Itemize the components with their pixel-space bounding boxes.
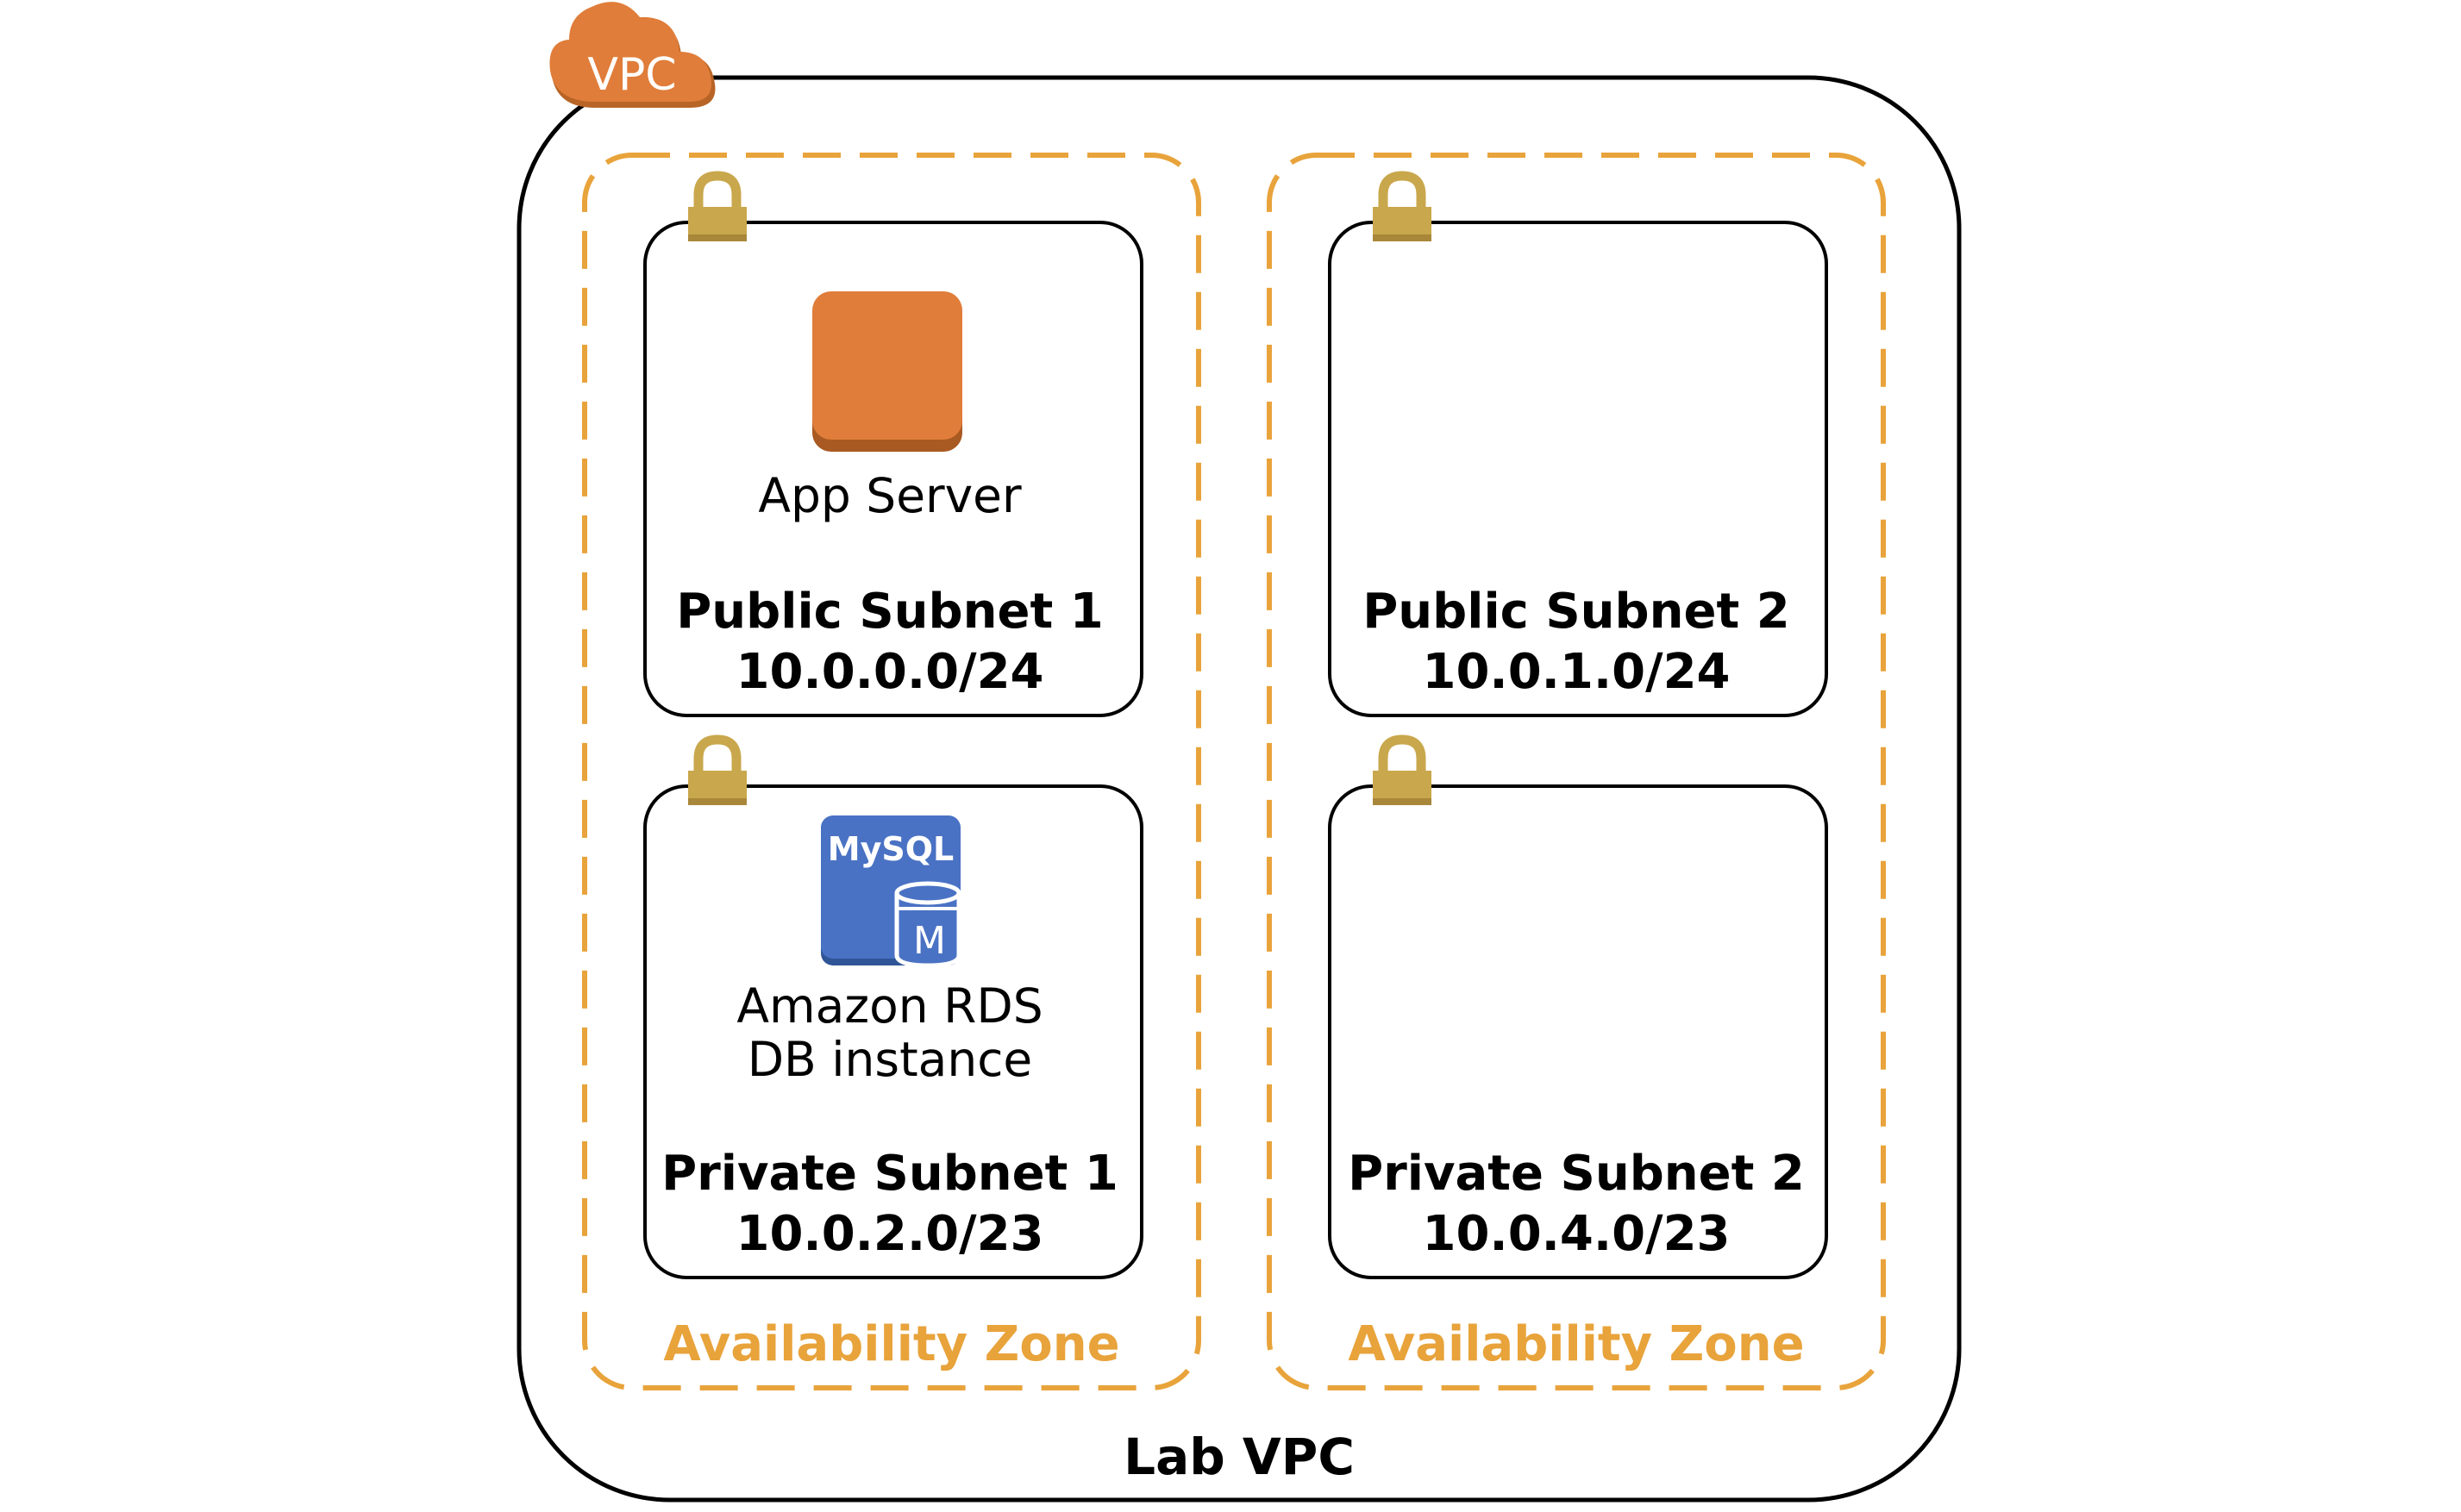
ec2-instance-icon xyxy=(812,291,962,452)
lock-icon xyxy=(688,734,747,805)
private-subnet-1-cidr: 10.0.2.0/23 xyxy=(736,1206,1043,1262)
public-subnet-1-cidr: 10.0.0.0/24 xyxy=(736,644,1043,700)
vpc-badge-label: VPC xyxy=(587,49,676,101)
public-subnet-2-cidr: 10.0.1.0/24 xyxy=(1422,644,1730,700)
private-subnet-1-name: Private Subnet 1 xyxy=(661,1146,1118,1202)
availability-zone-1 xyxy=(582,153,1201,1390)
m-letter: M xyxy=(913,919,946,963)
availability-zone-2-label: Availability Zone xyxy=(1348,1316,1804,1372)
lock-icon xyxy=(688,171,747,241)
app-server-label: App Server xyxy=(758,468,1022,523)
vpc-cloud-badge: VPC xyxy=(549,2,716,108)
private-subnet-2-name: Private Subnet 2 xyxy=(1348,1146,1805,1202)
rds-mysql-icon: MySQL M xyxy=(821,815,961,968)
vpc-name: Lab VPC xyxy=(1124,1428,1355,1486)
rds-label-line2: DB instance xyxy=(748,1032,1033,1087)
public-subnet-2-name: Public Subnet 2 xyxy=(1362,584,1789,640)
availability-zone-2 xyxy=(1267,153,1886,1390)
lock-icon xyxy=(1373,734,1431,805)
public-subnet-1-box xyxy=(643,221,1143,717)
availability-zone-1-label: Availability Zone xyxy=(663,1316,1119,1372)
public-subnet-2-box xyxy=(1328,221,1828,717)
mysql-icon-text: MySQL xyxy=(828,830,954,868)
database-cylinder-icon xyxy=(894,881,961,968)
private-subnet-2-cidr: 10.0.4.0/23 xyxy=(1422,1206,1730,1262)
private-subnet-1-box xyxy=(643,784,1143,1279)
private-subnet-2-box xyxy=(1328,784,1828,1279)
cloud-icon xyxy=(549,2,716,108)
lock-icon xyxy=(1373,171,1431,241)
public-subnet-1-name: Public Subnet 1 xyxy=(676,584,1103,640)
rds-label-line1: Amazon RDS xyxy=(736,978,1043,1034)
